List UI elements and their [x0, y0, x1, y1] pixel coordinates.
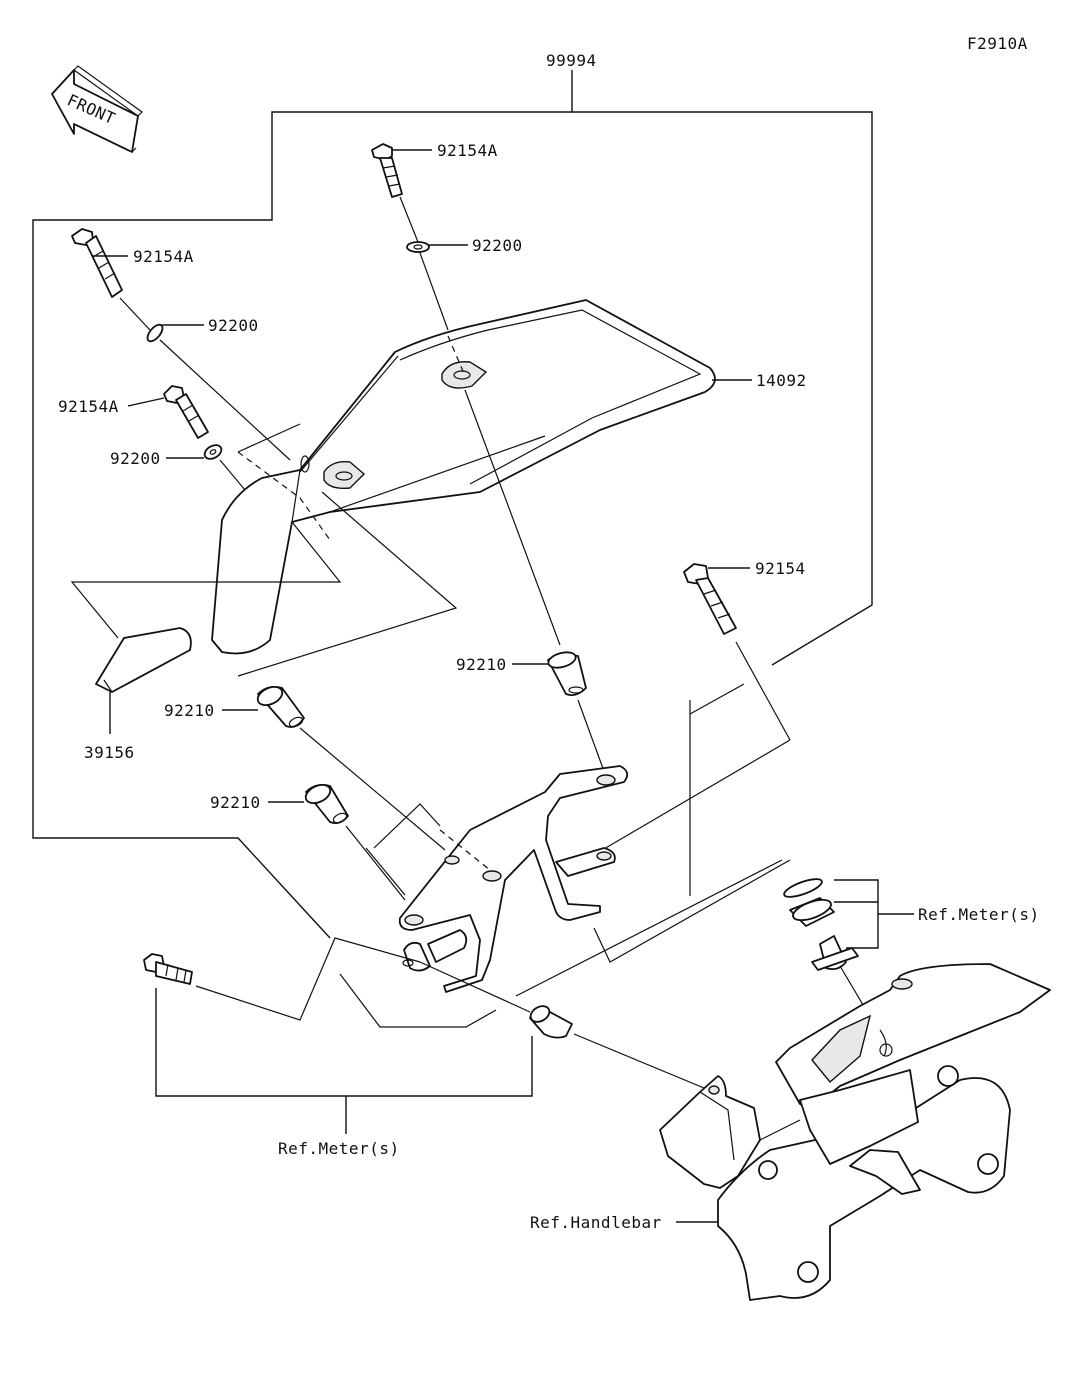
protector-39156: 39156: [84, 627, 192, 762]
part-label-92200-left: 92200: [208, 316, 259, 335]
part-label-92210-upper: 92210: [456, 655, 507, 674]
part-label-92210-middle: 92210: [164, 701, 215, 720]
bolt-ref-meter: [143, 953, 193, 985]
washer-92200-left: 92200: [146, 316, 259, 343]
ref-handlebar: Ref.Handlebar: [530, 1213, 662, 1232]
ref-meter-lower: Ref.Meter(s): [278, 1139, 400, 1158]
figure-code: F2910A: [967, 34, 1028, 53]
part-label-99994: 99994: [546, 51, 597, 70]
bolt-92154: 92154: [683, 559, 806, 635]
collar-92210-lower: 92210: [210, 783, 349, 825]
bolt-92154a-left: 92154A: [71, 228, 194, 298]
part-label-92154a-mid: 92154A: [58, 397, 119, 416]
part-label-92210-lower: 92210: [210, 793, 261, 812]
collar-ref-meter: [529, 1005, 573, 1039]
part-label-39156: 39156: [84, 743, 135, 762]
ref-meter-lower-bracket: Ref.Meter(s): [155, 988, 533, 1158]
meter-grommets-right: Ref.Meter(s): [783, 878, 1040, 971]
kit-outline: 99994: [32, 51, 873, 939]
collar-92210-middle: 92210: [164, 685, 305, 728]
part-label-92200-top: 92200: [472, 236, 523, 255]
washer-92200-mid: 92200: [110, 444, 223, 468]
handlebar-assembly: [659, 963, 1051, 1301]
bolt-92154a-mid: 92154A: [58, 385, 209, 439]
part-label-92154: 92154: [755, 559, 806, 578]
collar-92210-upper: 92210: [456, 651, 587, 697]
part-label-92200-mid: 92200: [110, 449, 161, 468]
part-label-14092: 14092: [756, 371, 807, 390]
washer-92200-top: 92200: [406, 236, 523, 255]
bolt-92154a-top: 92154A: [371, 141, 498, 198]
front-arrow-icon: FRONT: [51, 65, 143, 153]
part-label-92154a-left: 92154A: [133, 247, 194, 266]
part-label-92154a-top: 92154A: [437, 141, 498, 160]
mounting-stay: [398, 765, 629, 993]
windshield-14092: 14092: [211, 299, 807, 655]
ref-meter-right: Ref.Meter(s): [918, 905, 1040, 924]
